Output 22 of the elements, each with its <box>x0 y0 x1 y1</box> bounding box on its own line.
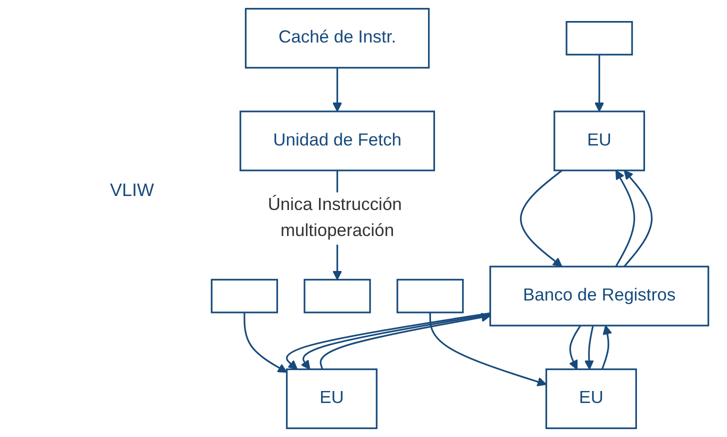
node-box: EU <box>554 110 646 172</box>
arrow <box>568 325 582 370</box>
node-box: Banco de Registros <box>489 266 710 326</box>
edge-label: Única Instrucción multioperación <box>268 196 402 240</box>
node-box <box>210 278 278 314</box>
arrow <box>429 312 547 386</box>
node-box <box>304 278 371 314</box>
arrow <box>624 170 653 268</box>
arrow <box>615 170 636 267</box>
arrow <box>244 312 288 373</box>
arrow <box>584 325 594 370</box>
node-box <box>566 21 633 56</box>
arrow <box>332 68 342 112</box>
arrow <box>520 170 562 267</box>
diagram-label: VLIW <box>110 180 154 201</box>
arrow <box>601 325 612 370</box>
node-box: EU <box>286 368 378 430</box>
node-box <box>396 278 464 314</box>
node-box: Caché de Instr. <box>244 8 430 69</box>
arrow <box>594 54 604 112</box>
node-box: Unidad de Fetch <box>240 110 436 172</box>
node-box: EU <box>545 368 637 430</box>
